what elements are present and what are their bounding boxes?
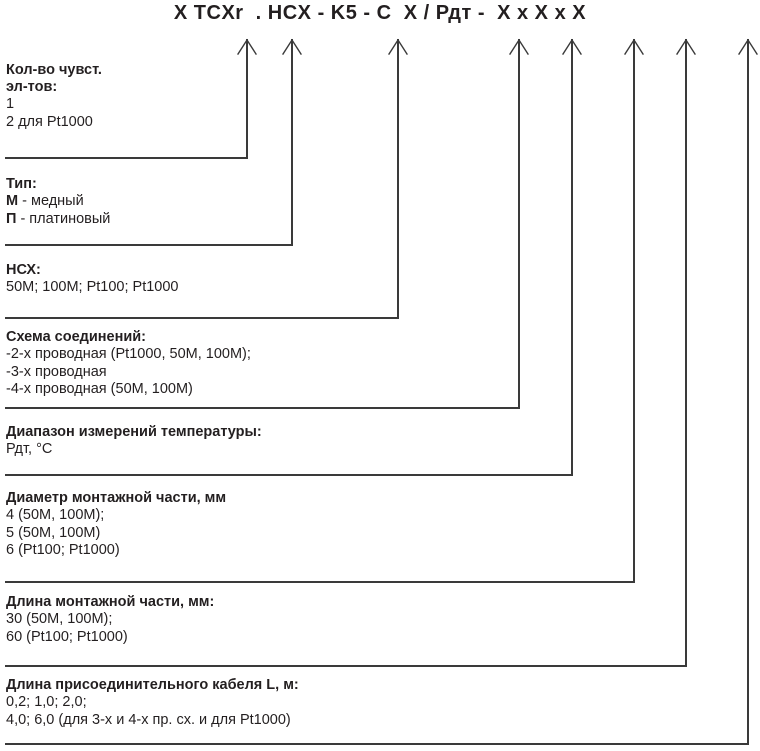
block-title: Диапазон измерений температуры: bbox=[6, 424, 262, 440]
block-line: 60 (Pt100; Pt1000) bbox=[6, 628, 128, 645]
block-line: П - платиновый bbox=[6, 211, 110, 229]
block-line: 4,0; 6,0 (для 3-х и 4-х пр. сх. и для Pt… bbox=[6, 711, 291, 728]
block-line: Рдт, °С bbox=[6, 441, 53, 457]
type-desc-m: - медный bbox=[18, 193, 84, 209]
type-desc-p: - платиновый bbox=[16, 210, 111, 227]
block-line: -3-х проводная bbox=[6, 363, 107, 380]
block-line: 0,2; 1,0; 2,0; bbox=[6, 694, 87, 710]
block-cable-length: Длина присоединительного кабеля L, м: 0,… bbox=[6, 677, 299, 729]
block-title: Длина монтажной части, мм: bbox=[6, 594, 215, 610]
block-line: 1 bbox=[6, 96, 15, 112]
arrow-head-1 bbox=[237, 38, 257, 55]
block-mounting-length: Длина монтажной части, мм: 30 (50М, 100М… bbox=[6, 594, 214, 646]
block-line: 2 для Pt1000 bbox=[6, 113, 93, 130]
arrow-head-5 bbox=[562, 38, 582, 55]
arrow-head-7 bbox=[676, 38, 696, 55]
block-line: 5 (50М, 100М) bbox=[6, 524, 101, 541]
block-sensing-elements-count: Кол-во чувст. эл-тов: 1 2 для Pt1000 bbox=[6, 62, 102, 131]
block-type: Тип: М - медный П - платиновый bbox=[6, 176, 110, 228]
block-line: М - медный bbox=[6, 193, 110, 211]
block-temperature-range: Диапазон измерений температуры: Рдт, °С bbox=[6, 424, 262, 459]
block-connection-scheme: Схема соединений: -2-х проводная (Pt1000… bbox=[6, 329, 251, 399]
arrow-head-6 bbox=[624, 38, 644, 55]
block-title: Длина присоединительного кабеля L, м: bbox=[6, 677, 299, 693]
block-title: НСХ: bbox=[6, 262, 41, 278]
block-line: -2-х проводная (Pt1000, 50М, 100М); bbox=[6, 346, 251, 362]
arrow-head-2 bbox=[282, 38, 302, 55]
block-line: -4-х проводная (50М, 100М) bbox=[6, 381, 193, 397]
block-nominal-static-characteristic: НСХ: 50М; 100М; Pt100; Pt1000 bbox=[6, 262, 179, 297]
block-title: Схема соединений: bbox=[6, 329, 147, 345]
arrow-head-8 bbox=[738, 38, 758, 55]
block-line: 4 (50М, 100М); bbox=[6, 507, 105, 523]
product-code-formula: X TCXr . HCX - K5 - C X / Рдт - X x X x … bbox=[173, 2, 587, 24]
arrow-head-4 bbox=[509, 38, 529, 55]
type-code-m: М bbox=[6, 193, 19, 209]
block-mounting-diameter: Диаметр монтажной части, мм 4 (50М, 100М… bbox=[6, 490, 226, 560]
block-title: Кол-во чувст. эл-тов: bbox=[6, 62, 102, 95]
block-title: Диаметр монтажной части, мм bbox=[6, 490, 227, 506]
block-line: 6 (Pt100; Pt1000) bbox=[6, 542, 120, 558]
type-code-p: П bbox=[6, 210, 17, 227]
block-line: 30 (50М, 100М); bbox=[6, 611, 113, 627]
arrow-head-3 bbox=[388, 38, 408, 55]
block-line: 50М; 100М; Pt100; Pt1000 bbox=[6, 279, 179, 295]
block-title: Тип: bbox=[6, 176, 37, 192]
